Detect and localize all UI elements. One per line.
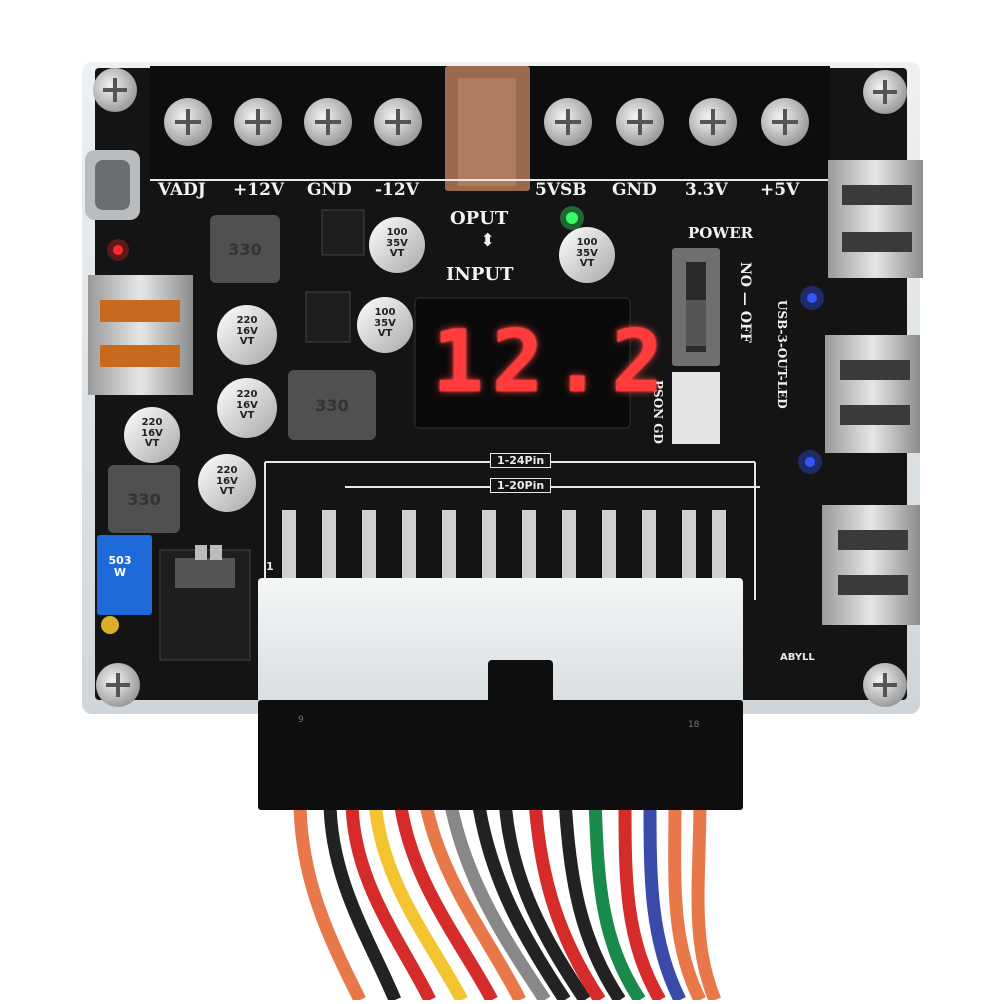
wire-yellow-1 [368,799,468,1004]
wire-green [588,799,646,1004]
oput-label: OPUT [450,208,509,229]
wire-red-2 [393,799,498,1004]
wire-black-4 [558,799,626,1004]
label-3v3: 3.3V [685,180,728,200]
cap-label-3: 220 16V VT [236,315,258,347]
label-vadj: VADJ [158,180,206,200]
switch-label: NO — OFF [737,262,753,343]
wire-orange-1 [293,799,366,1003]
capacitors [124,217,615,512]
terminal-screws [164,98,809,146]
wire-orange-3 [668,799,706,1003]
wire-orange-4 [691,799,722,1003]
pin20-label: 1-20Pin [490,478,552,493]
cap-label-5: 100 35V VT [374,307,396,339]
inductor-label-1: 330 [228,240,262,259]
wire-red-3 [528,799,606,1004]
inductor-label-2: 330 [315,396,349,415]
cap-label-2: 100 35V VT [576,237,598,269]
label-12v: +12V [233,180,285,200]
label-gnd-2: GND [612,180,657,200]
label-5vsb: 5VSB [535,180,587,200]
wire-black-2 [471,799,571,1004]
pson-connector [672,372,720,444]
voltage-display: 12.2 [432,312,672,412]
usb-led-label: USB-3-OUT-LED [775,300,789,409]
cap-label-6: 220 16V VT [141,417,163,449]
usb-a-ports-right [822,160,923,625]
wire-red-4 [618,799,666,1004]
usb-a-port-left [88,275,193,395]
arrow-icon: ⬍ [480,230,496,251]
display-bezel [414,297,631,429]
mounting-screws [93,68,907,707]
pin1-marker: 1 [266,560,274,573]
trim-potentiometer [97,535,152,615]
inductors [108,215,376,533]
wire-red-1 [345,799,436,1003]
label-5v: +5V [760,180,800,200]
connector-pin-left: 9 [298,715,304,725]
power-label: POWER [688,224,754,242]
wire-bundle [293,798,722,1004]
pson-label: PSON GD [651,380,665,444]
inductor-label-3: 330 [127,490,161,509]
connector-pin-right: 18 [688,720,700,730]
cap-label-1: 100 35V VT [386,227,408,259]
wire-black-3 [498,799,591,1004]
input-label: INPUT [446,264,514,285]
atx-connector-housing [258,578,743,703]
header-pins [282,510,726,580]
wire-gray [443,798,551,1004]
cap-label-4: 220 16V VT [236,389,258,421]
wire-blue [643,799,686,1003]
status-leds [107,206,824,474]
trimpot-label: 503 W [108,554,132,579]
pin24-label: 1-24Pin [490,453,552,468]
cap-label-7: 220 16V VT [216,465,238,497]
label-gnd-1: GND [307,180,352,200]
wire-orange-2 [418,798,526,1003]
atx-latch [488,660,553,805]
label-minus-12v: -12V [375,180,419,200]
brand-label: ABYLL [780,652,815,663]
wire-black-1 [323,799,401,1003]
